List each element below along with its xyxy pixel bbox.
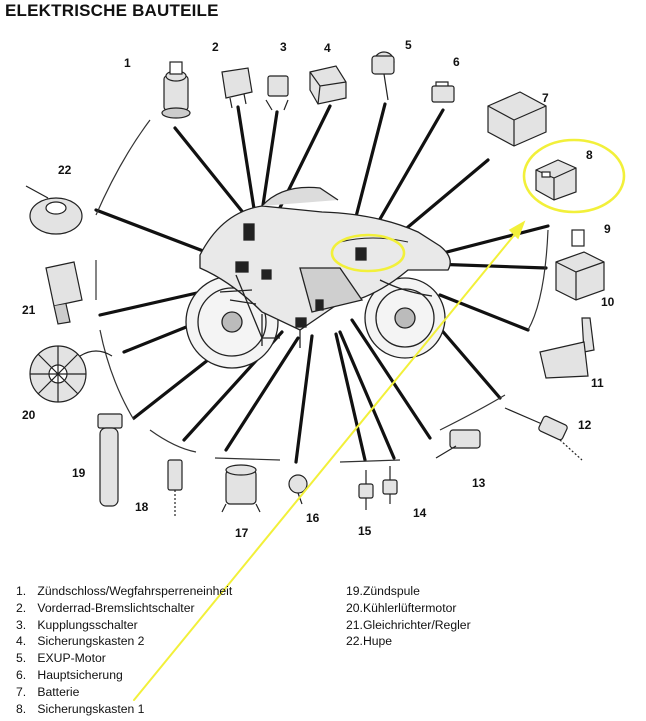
legend-item: 19.Zündspule xyxy=(346,584,420,598)
callout-4: 4 xyxy=(324,41,331,55)
part-19-ignition-coil xyxy=(97,413,123,507)
callout-20: 20 xyxy=(22,408,36,422)
part-8-fuse-box-1 xyxy=(535,159,577,201)
part-17-pump xyxy=(221,464,261,513)
callout-15: 15 xyxy=(358,524,372,538)
part-18-sensor xyxy=(167,459,183,516)
legend-item: 3. Kupplungsschalter xyxy=(16,617,138,632)
callout-9: 9 xyxy=(604,222,611,236)
callout-2: 2 xyxy=(212,40,219,54)
legend-item: 21.Gleichrichter/Regler xyxy=(346,617,471,632)
callout-3: 3 xyxy=(280,40,287,54)
callout-13: 13 xyxy=(472,476,486,490)
legend-item: 2. Vorderrad-Bremslichtschalter xyxy=(16,600,195,615)
part-14-sensor xyxy=(382,466,398,504)
legend-item: 22.Hupe xyxy=(346,634,393,649)
callout-14: 14 xyxy=(413,506,427,520)
page-title: ELEKTRISCHE BAUTEILE xyxy=(5,1,219,20)
highlight-ellipse-part-8 xyxy=(522,138,626,214)
highlight-arrow-head xyxy=(508,220,526,240)
part-15-sensor xyxy=(358,470,374,510)
callout-19: 19 xyxy=(72,466,86,480)
legend-left: 1. Zündschloss/Wegfahrsperreneinheit 2. … xyxy=(16,583,232,717)
callout-numbers: 1 2 3 4 5 6 7 8 9 10 11 12 13 14 15 16 1… xyxy=(22,38,615,540)
legend-item: 20.Kühlerlüftermotor xyxy=(346,600,457,615)
part-9-10-relay xyxy=(555,229,605,301)
part-20-fan-motor xyxy=(29,345,113,403)
callout-22: 22 xyxy=(58,163,72,177)
callout-5: 5 xyxy=(405,38,412,52)
part-11-spark-plug-cap xyxy=(539,317,595,379)
callout-17: 17 xyxy=(235,526,249,540)
part-5-exup-motor xyxy=(371,51,395,101)
part-22-horn xyxy=(25,185,83,235)
callout-21: 21 xyxy=(22,303,36,317)
part-13-sensor xyxy=(435,429,481,459)
part-4-fuse-box-2 xyxy=(309,65,347,105)
frame-arcs xyxy=(95,119,549,463)
callout-6: 6 xyxy=(453,55,460,69)
callout-18: 18 xyxy=(135,500,149,514)
part-3-clutch-switch xyxy=(265,75,289,111)
highlight-ellipse-motorcycle xyxy=(330,233,406,273)
callout-12: 12 xyxy=(578,418,592,432)
callout-1: 1 xyxy=(124,56,131,70)
callout-10: 10 xyxy=(601,295,615,309)
callout-16: 16 xyxy=(306,511,320,525)
legend-item: 8. Sicherungskasten 1 xyxy=(16,701,145,716)
legend-item: 5. EXUP-Motor xyxy=(16,651,106,666)
part-6-main-fuse xyxy=(431,81,455,103)
legend-item: 6. Hauptsicherung xyxy=(16,667,123,682)
legend-item: 1. Zündschloss/Wegfahrsperreneinheit xyxy=(16,584,233,598)
part-1-ignition-switch xyxy=(161,61,191,119)
legend-item: 4. Sicherungskasten 2 xyxy=(16,634,145,649)
highlight-arrow-line xyxy=(133,227,521,701)
motorcycle xyxy=(185,186,451,369)
part-2-front-brake-switch xyxy=(221,67,253,109)
callout-8: 8 xyxy=(586,148,593,162)
highlight-annotations xyxy=(133,138,626,701)
legend-right: 19.Zündspule 20.Kühlerlüftermotor 21.Gle… xyxy=(346,583,471,650)
callout-11: 11 xyxy=(591,376,604,390)
callout-7: 7 xyxy=(542,91,549,105)
legend-item: 7. Batterie xyxy=(16,684,80,699)
part-12-sensor xyxy=(504,407,583,461)
parts xyxy=(25,51,605,516)
part-21-regulator xyxy=(45,261,83,325)
part-7-battery xyxy=(487,91,547,147)
